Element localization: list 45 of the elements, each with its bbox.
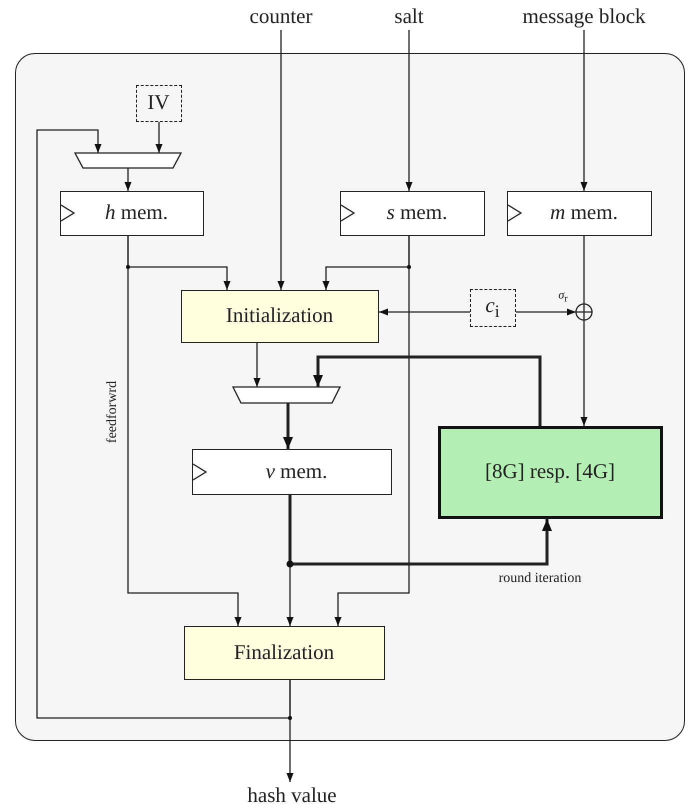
box-label: c$_{i}$: [485, 294, 500, 322]
arrow: [36, 129, 291, 719]
input-label: message block: [522, 5, 646, 29]
edge-label: feedforwrd: [105, 380, 121, 444]
box-label: h mem.: [105, 201, 168, 225]
box-label: Initialization: [226, 304, 334, 328]
box-label: v mem.: [266, 460, 328, 484]
initialization-box: [180, 290, 378, 342]
xor-symbol: [576, 304, 592, 320]
iv-box: [136, 84, 182, 122]
arrow: [127, 236, 242, 626]
arrow: [313, 356, 542, 426]
arrow: [580, 320, 588, 426]
constant-box: [470, 288, 516, 326]
box-label: Finalization: [234, 640, 334, 664]
arrow: [124, 168, 132, 191]
arrow: [379, 308, 470, 316]
round-function-box: [438, 426, 662, 518]
arrow: [334, 236, 410, 626]
memory-register: [506, 190, 652, 236]
box-label: m mem.: [550, 201, 618, 225]
box-label: IV: [147, 91, 170, 115]
arrow: [288, 495, 552, 566]
multiplexer-shape: [232, 386, 340, 402]
memory-register: [192, 448, 392, 494]
input-label: counter: [250, 5, 312, 29]
arrow: [254, 343, 260, 387]
arrow: [286, 680, 294, 782]
memory-register: [60, 190, 204, 236]
multiplexer-shape: [74, 152, 180, 168]
finalization-box: [184, 626, 384, 680]
memory-register: [340, 190, 484, 236]
edge-label: round iteration: [498, 571, 582, 587]
arrow: [580, 30, 588, 191]
input-label: salt: [394, 5, 424, 29]
arrow: [278, 30, 284, 290]
edge-label: σ$_{r}$: [558, 287, 568, 305]
output-label: hash value: [247, 784, 337, 808]
box-label: [8G] resp. [4G]: [484, 460, 616, 484]
arrow: [406, 30, 412, 191]
arrow: [516, 308, 576, 316]
system-panel: [15, 53, 685, 741]
box-label: s mem.: [386, 201, 448, 225]
arrow: [156, 122, 162, 153]
arrow: [283, 403, 293, 449]
